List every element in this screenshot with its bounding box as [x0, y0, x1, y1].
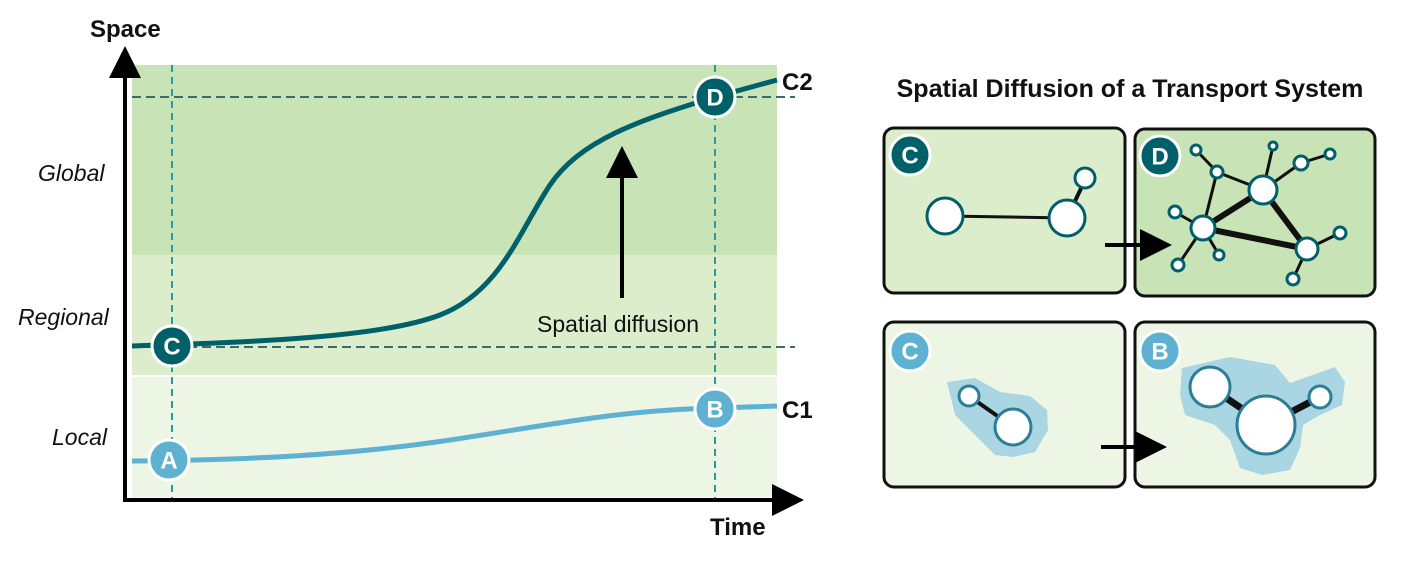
band-regional [132, 255, 777, 375]
level-local: Local [52, 424, 108, 450]
curve-c1-label: C1 [782, 397, 813, 424]
svg-text:D: D [706, 85, 723, 112]
level-global: Global [38, 160, 105, 186]
band-global [132, 65, 777, 255]
svg-text:B: B [706, 397, 723, 424]
curve-c2 [131, 77, 778, 349]
diffusion-label: Spatial diffusion [537, 311, 699, 337]
svg-text:A: A [160, 448, 177, 475]
panel-a: C [882, 320, 1127, 489]
panel-b: B [1133, 320, 1377, 489]
panel-c: C [882, 126, 1127, 295]
level-regional: Regional [18, 304, 110, 330]
curve-c2-label: C2 [782, 69, 813, 96]
panel-d: D [1133, 127, 1377, 298]
marker-c: C [150, 324, 194, 368]
x-axis-label: Time [710, 514, 766, 541]
marker-b: B [693, 387, 737, 431]
svg-text:D: D [1151, 144, 1168, 171]
svg-text:C: C [163, 334, 180, 361]
marker-d: D [693, 75, 737, 119]
svg-text:C: C [901, 339, 918, 366]
curve-c1 [131, 403, 778, 464]
y-axis-label: Space [90, 16, 161, 43]
svg-text:C: C [901, 143, 918, 170]
marker-a: A [147, 438, 191, 482]
right-title: Spatial Diffusion of a Transport System [897, 75, 1364, 103]
svg-text:B: B [1151, 339, 1168, 366]
